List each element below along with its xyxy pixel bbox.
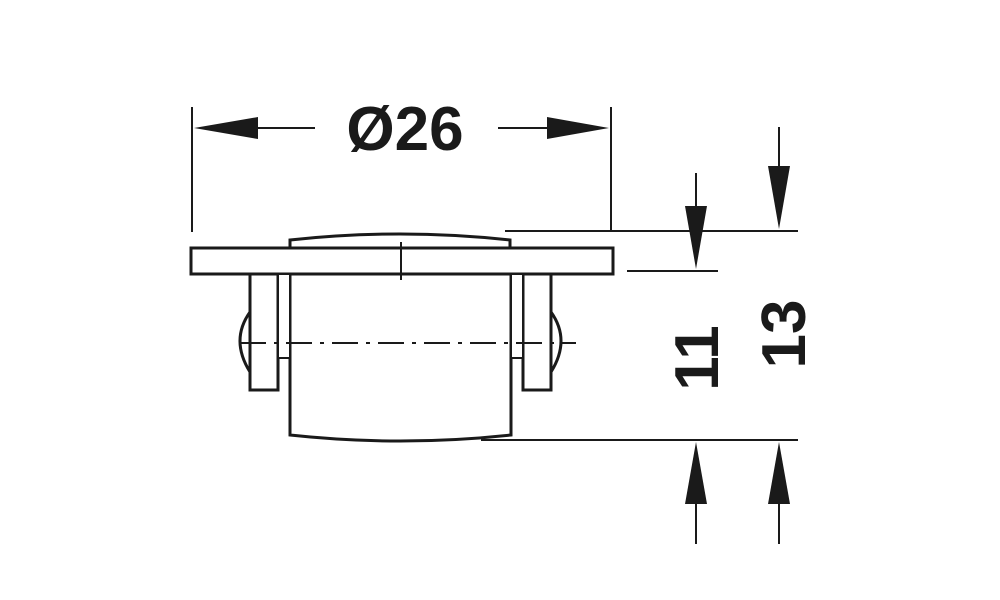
dim-11-arrow-down-icon (685, 206, 707, 269)
cylindrical-body (288, 274, 513, 443)
right-lug-round (549, 311, 563, 373)
left-inner-leg (277, 273, 291, 359)
part-outline (189, 232, 615, 443)
diameter-label: Ø26 (346, 95, 463, 164)
diameter-dimension: Ø26 (191, 95, 612, 232)
dim-13-arrow-down-icon (768, 166, 790, 229)
height-13-label: 13 (750, 300, 819, 369)
diameter-arrow-left-icon (194, 117, 258, 139)
height-dimensions: 11 13 (481, 127, 819, 544)
diameter-arrow-right-icon (547, 117, 609, 139)
left-leg (248, 272, 280, 392)
dim-13-arrow-up-icon (768, 442, 790, 504)
right-inner-leg (510, 273, 524, 359)
right-leg (521, 272, 553, 392)
cap-dome (288, 232, 512, 247)
height-11-label: 11 (663, 325, 732, 391)
left-lug-round (238, 311, 252, 373)
dim-11-arrow-up-icon (685, 442, 707, 504)
